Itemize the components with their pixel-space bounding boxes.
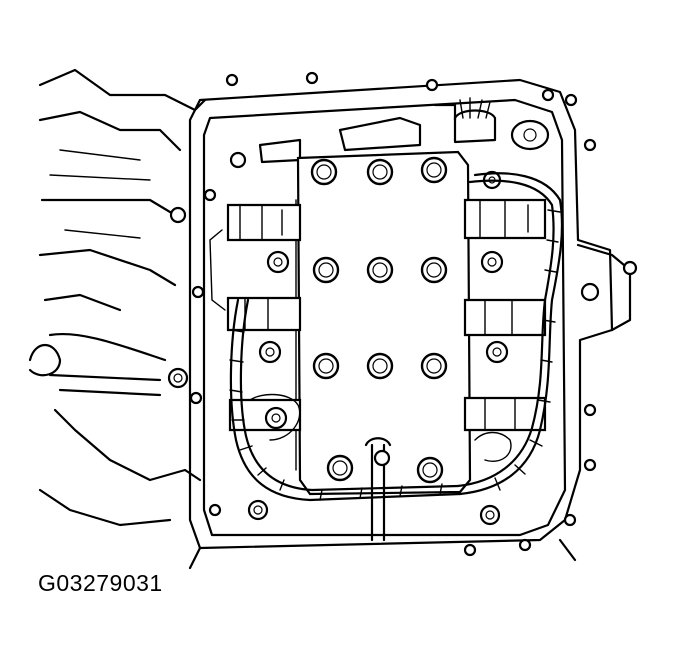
plate-bolts (310, 156, 448, 484)
figure-caption: G03279031 (38, 570, 163, 596)
right-solenoids (463, 170, 547, 432)
transmission-case (28, 68, 207, 527)
left-solenoids (209, 203, 302, 432)
lower-details (188, 393, 577, 570)
oil-pan-flange (188, 71, 638, 557)
valve-body-plate (295, 150, 472, 496)
upper-components (258, 97, 550, 164)
wiring-harness (229, 172, 564, 542)
